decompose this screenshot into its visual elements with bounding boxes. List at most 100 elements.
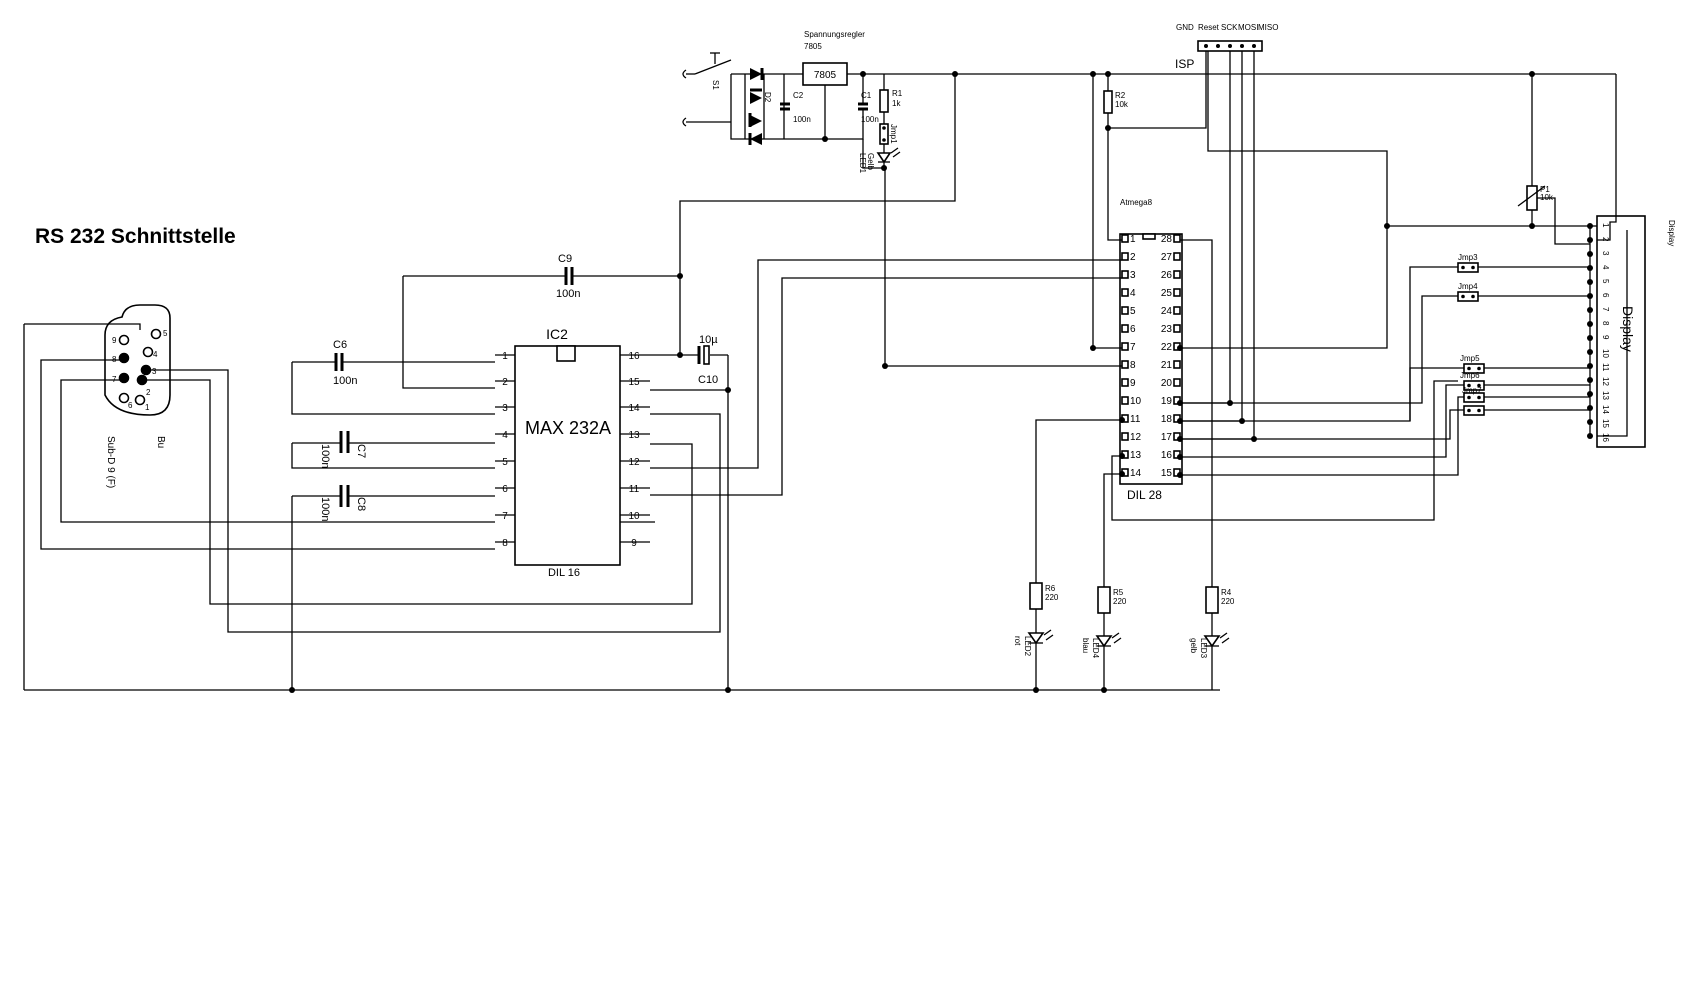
capacitor-c6: C6 100n: [292, 339, 495, 387]
r4-value: 220: [1221, 597, 1235, 606]
max232-pin: 10: [628, 511, 640, 522]
diode-d2: D2: [750, 88, 772, 104]
max232-pin: 1: [502, 351, 508, 362]
max232-pin: 8: [502, 538, 508, 549]
max232-pin: 11: [629, 484, 640, 495]
atmega8-pin: 11: [1130, 414, 1141, 425]
potentiometer-p1[interactable]: P1 10k: [1517, 74, 1590, 245]
atmega8-pin: 3: [1130, 270, 1136, 281]
subd9-gender: Bu: [155, 436, 166, 448]
led2-ref: LED2: [1023, 636, 1032, 657]
led4-ref: LED4: [1091, 638, 1100, 659]
c6-value: 100n: [333, 375, 357, 387]
c8-value: 100n: [319, 497, 331, 521]
atmega8-pin: 8: [1130, 360, 1136, 371]
led-led4: LED4 blau: [1081, 632, 1122, 659]
atmega8-pin: 10: [1130, 396, 1142, 407]
led4-color: blau: [1081, 638, 1090, 653]
jumper-jmp3[interactable]: Jmp3: [1457, 253, 1479, 273]
c7-ref: C7: [355, 444, 367, 458]
display-jumpers: Jmp3 Jmp4 Jmp5 Jmp6 Jmp7: [1180, 253, 1590, 476]
r5-ref: R5: [1113, 588, 1124, 597]
atmega8-pin: 22: [1161, 342, 1173, 353]
subd9-pin: 2: [146, 388, 151, 397]
c9-ref: C9: [558, 253, 572, 265]
atmega8-pin: 7: [1130, 342, 1136, 353]
max232-pin: 13: [628, 430, 640, 441]
subd9-pin: 3: [152, 367, 157, 376]
resistor-r6: [1029, 582, 1043, 610]
resistor-r4: [1205, 586, 1219, 614]
jumper-jmp8[interactable]: [1463, 405, 1485, 416]
display-label: Display: [1620, 306, 1636, 352]
s1-ref: S1: [711, 80, 720, 90]
capacitor-c1: C1 100n: [858, 91, 879, 124]
display-pin: 1: [1601, 223, 1610, 228]
isp-pin-label: MISO: [1258, 23, 1278, 32]
max232-ic: IC2 MAX 232A DIL 16 1 2 3 4 5 6 7 8: [495, 326, 650, 579]
r2-ref: R2: [1115, 91, 1126, 100]
atmega8-pin: 19: [1161, 396, 1173, 407]
max232-right-pins: 16 15 14 13 12 11 10 9: [620, 351, 650, 549]
subd9-pin: 1: [145, 403, 150, 412]
max232-pin: 5: [502, 457, 508, 468]
display-pin: 3: [1601, 251, 1610, 256]
display-pin: 5: [1601, 279, 1610, 284]
jumper-jmp4[interactable]: Jmp4: [1457, 282, 1479, 302]
led-branches: R6 220 LED2 rot R5 220 LED4 blau: [1013, 417, 1235, 693]
atmega8-pin: 2: [1130, 252, 1136, 263]
c1-ref: C1: [861, 91, 872, 100]
display-pin: 16: [1601, 433, 1610, 442]
c2-ref: C2: [793, 91, 804, 100]
display-pin: 14: [1601, 405, 1610, 414]
atmega8-pin: 20: [1161, 378, 1173, 389]
subd9-pin: 4: [153, 350, 158, 359]
led-led3: LED3 gelb: [1189, 632, 1230, 659]
atmega8-pin: 26: [1161, 270, 1173, 281]
schematic-title: RS 232 Schnittstelle: [35, 225, 236, 248]
max232-left-pins: 1 2 3 4 5 6 7 8: [495, 351, 515, 549]
r4-ref: R4: [1221, 588, 1232, 597]
subd9-connector: 5 4 3 2 1 9 8 7 6 Bu Sub-D 9 (F): [104, 304, 171, 488]
atmega8-pin: 27: [1161, 252, 1173, 263]
isp-pin-label: MOSI: [1238, 23, 1258, 32]
resistor-r5: [1097, 586, 1111, 614]
isp-pin-label: GND: [1176, 23, 1194, 32]
capacitor-c8: C8 100n: [292, 485, 367, 521]
atmega8-name: Atmega8: [1120, 198, 1153, 207]
subd9-pin: 9: [112, 336, 117, 345]
max232-pin: 6: [502, 484, 508, 495]
atmega8-pin: 4: [1130, 288, 1136, 299]
subd9-pin: 6: [128, 401, 133, 410]
max232-name: MAX 232A: [525, 418, 611, 438]
jmp4-label: Jmp4: [1458, 282, 1478, 291]
c10-value: 10µ: [699, 334, 718, 346]
switch-s1[interactable]: S1: [694, 52, 732, 90]
capacitor-c7: C7 100n: [292, 431, 367, 468]
c9-value: 100n: [556, 288, 580, 300]
r6-value: 220: [1045, 593, 1059, 602]
led1-color: Gelb: [866, 153, 875, 170]
c6-ref: C6: [333, 339, 347, 351]
jmp1-label: Jmp1: [889, 124, 898, 144]
atmega8-pin: 9: [1130, 378, 1136, 389]
isp-label: ISP: [1175, 57, 1194, 71]
max232-pin: 9: [631, 538, 637, 549]
capacitor-c2: C2 100n: [780, 91, 811, 124]
atmega8-ic: Atmega8 DIL 28: [1119, 198, 1183, 502]
diode-d3: [748, 113, 762, 127]
led-led2: LED2 rot: [1013, 629, 1054, 657]
atmega8-pin: 15: [1161, 468, 1173, 479]
diode-d1: [750, 68, 764, 80]
power-supply: Spannungsregler 7805 7805 S1 D2: [682, 30, 1616, 174]
r1-value: 1k: [892, 99, 901, 108]
r5-value: 220: [1113, 597, 1127, 606]
display-pin: 6: [1601, 293, 1610, 298]
jumper-jmp7[interactable]: Jmp7: [1462, 386, 1485, 403]
atmega8-pin: 6: [1130, 324, 1136, 335]
display-side-label: Display: [1667, 220, 1676, 246]
atmega8-pin-squares: [1121, 234, 1181, 477]
p1-ref: P1: [1540, 185, 1550, 194]
jmp6-label: Jmp6: [1460, 371, 1480, 380]
max232-ref: IC2: [546, 326, 568, 342]
